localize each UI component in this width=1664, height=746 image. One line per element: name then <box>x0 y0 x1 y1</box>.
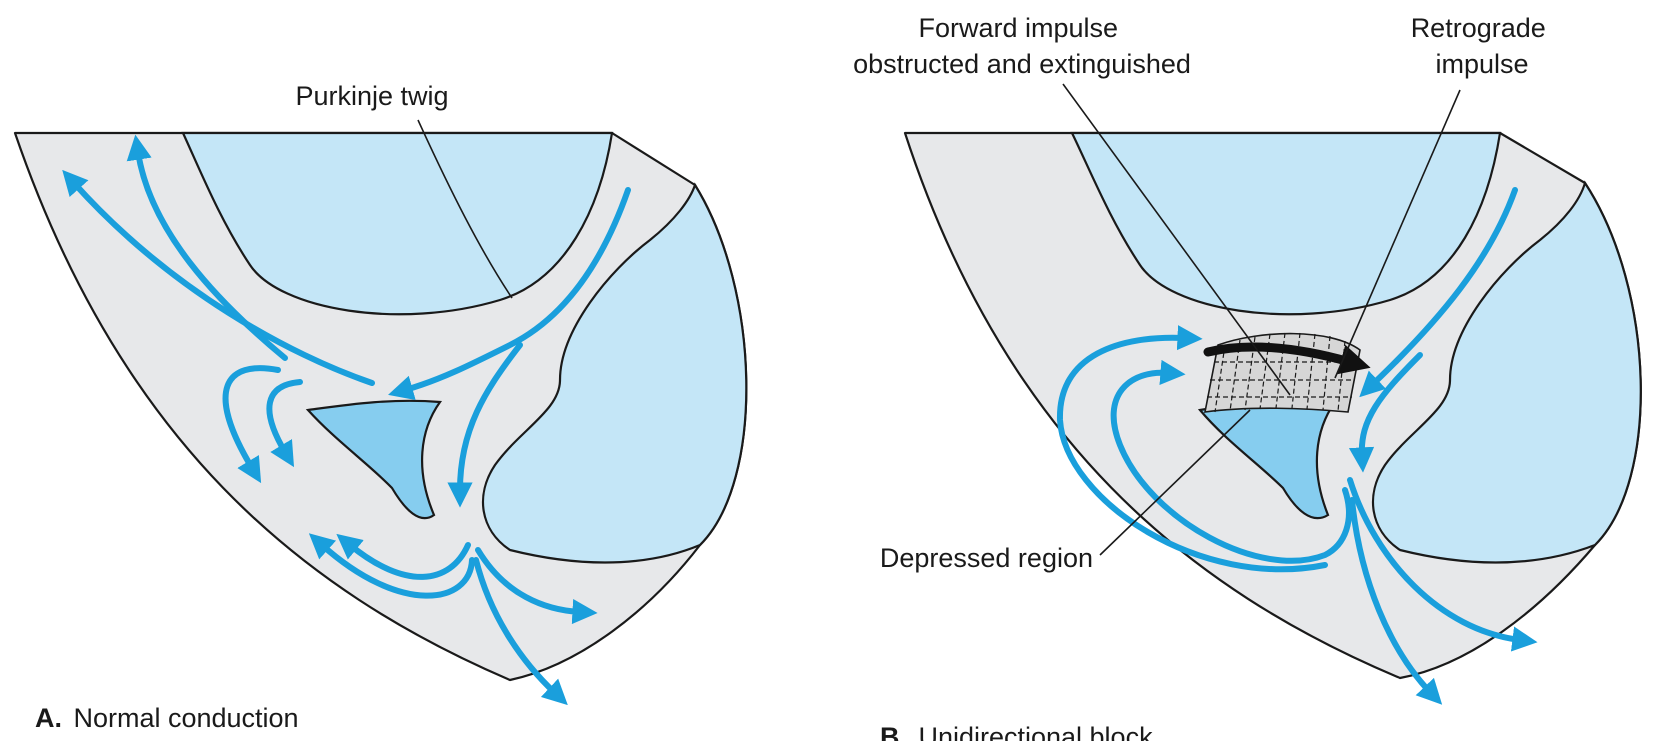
central-core-a <box>305 399 443 520</box>
panel-a-letter: A. <box>35 703 62 733</box>
impulse-arrow <box>475 547 598 625</box>
impulse-arrow <box>336 533 471 580</box>
depressed-region-leader <box>1099 409 1251 556</box>
retrograde-impulse-label-line2: impulse <box>1435 49 1528 79</box>
impulse-arrow <box>1347 477 1538 652</box>
impulse-arrow <box>1110 359 1352 564</box>
impulse-arrow <box>266 379 303 468</box>
retrograde-impulse-label: Retrograde impulse <box>1411 13 1554 79</box>
forward-impulse-label-line1: Forward impulse <box>918 13 1118 43</box>
impulse-arrow <box>473 557 568 706</box>
impulse-arrow <box>1359 187 1518 398</box>
impulse-arrow <box>1349 497 1443 705</box>
forward-impulse-label: Forward impulse obstructed and extinguis… <box>853 13 1191 79</box>
right-cavity-a <box>481 182 748 564</box>
impulse-arrow <box>308 533 475 599</box>
impulse-arrow <box>62 169 375 386</box>
impulse-arrow <box>447 342 523 508</box>
panel-a-caption-text: Normal conduction <box>73 703 298 733</box>
panel-a: Purkinje twig A. Normal conduction <box>13 81 748 733</box>
left-cavity-b <box>1070 131 1502 316</box>
purkinje-twig-label: Purkinje twig <box>295 81 448 111</box>
panel-b-caption-text: Unidirectional block <box>918 722 1153 741</box>
impulse-arrow <box>1056 325 1328 573</box>
retrograde-arrow <box>1203 342 1371 375</box>
panel-b-letter: B. <box>880 722 907 741</box>
retrograde-impulse-label-line1: Retrograde <box>1411 13 1546 43</box>
impulse-arrows-a <box>62 134 631 706</box>
impulse-arrow <box>388 187 631 401</box>
impulse-arrow <box>1348 352 1423 473</box>
forward-impulse-label-line2: obstructed and extinguished <box>853 49 1191 79</box>
impulse-arrow <box>222 365 281 484</box>
panel-a-caption: A. Normal conduction <box>35 703 299 733</box>
depressed-region-label: Depressed region <box>880 543 1093 573</box>
forward-impulse-leader <box>1062 83 1291 396</box>
purkinje-leader-line <box>417 119 513 299</box>
impulse-arrow <box>126 134 288 361</box>
right-cavity-b <box>1371 180 1642 564</box>
impulse-arrows-b <box>1056 187 1538 705</box>
panel-b-caption: B. Unidirectional block <box>880 722 1153 741</box>
left-cavity-a <box>181 131 614 316</box>
retrograde-leader <box>1334 89 1461 379</box>
panel-b: Forward impulse obstructed and extinguis… <box>853 13 1642 746</box>
